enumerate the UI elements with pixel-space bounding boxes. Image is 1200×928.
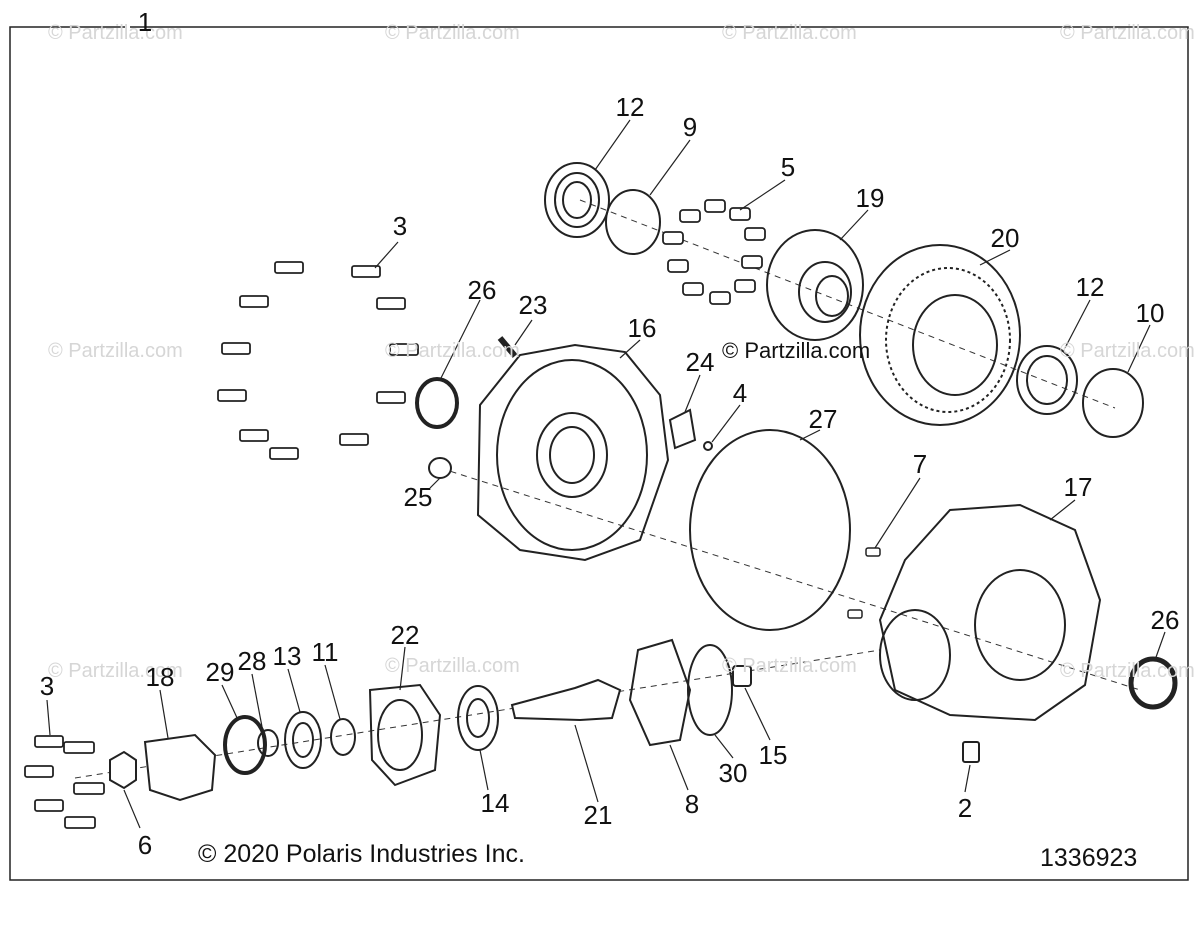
- callout-label: 21: [583, 800, 613, 830]
- bushing-part-15: [732, 665, 752, 687]
- callout-label: 3: [39, 671, 55, 701]
- pin-part-23: [497, 336, 518, 358]
- watermark: © Partzilla.com: [48, 22, 183, 44]
- callout-label: 7: [912, 449, 928, 479]
- callout-label: 24: [685, 347, 715, 377]
- callout-label: 22: [390, 620, 420, 650]
- watermark: © Partzilla.com: [1060, 22, 1195, 44]
- callout-label: 13: [272, 641, 302, 671]
- watermark: © Partzilla.com: [722, 22, 857, 44]
- callout-label: 18: [145, 662, 175, 692]
- pinion-gear-part-21: [510, 678, 622, 722]
- seal-part-26-right: [1128, 656, 1178, 710]
- callout-label: 17: [1063, 472, 1093, 502]
- spacer-part-11: [330, 718, 356, 756]
- plug-part-25: [428, 457, 452, 479]
- drain-plug-part-2: [962, 741, 980, 763]
- callout-label: 26: [1150, 605, 1180, 635]
- yoke-part-18: [143, 733, 217, 802]
- callout-label: 26: [467, 275, 497, 305]
- seal-part-26-left: [415, 377, 459, 429]
- watermark-center: © Partzilla.com: [722, 338, 871, 363]
- housing-cover-part-16: [476, 343, 670, 562]
- o-ring-part-30: [687, 644, 733, 736]
- callout-label: 14: [480, 788, 510, 818]
- callout-label: 19: [855, 183, 885, 213]
- shim-ring-part-10: [1082, 368, 1144, 438]
- callout-label: 25: [403, 482, 433, 512]
- watermark: © Partzilla.com: [385, 340, 520, 362]
- copyright-notice: © 2020 Polaris Industries Inc.: [198, 840, 525, 868]
- callout-label: 8: [684, 789, 700, 819]
- callout-label: 16: [627, 313, 657, 343]
- callout-label: 6: [137, 830, 153, 860]
- bearing-part-12-top: [544, 162, 610, 238]
- bearing-part-14: [457, 685, 499, 751]
- bearing-part-12-right: [1016, 345, 1078, 415]
- diagram-number: 1336923: [1040, 844, 1138, 872]
- o-ring-part-27: [689, 429, 851, 631]
- callout-label: 28: [237, 646, 267, 676]
- callout-label: 9: [682, 112, 698, 142]
- o-ring-part-28: [257, 729, 279, 757]
- gasket-part-8: [628, 638, 692, 747]
- watermark: © Partzilla.com: [1060, 660, 1195, 682]
- callout-label: 3: [392, 211, 408, 241]
- callout-label: 2: [957, 793, 973, 823]
- callout-label: 30: [718, 758, 748, 788]
- watermark: © Partzilla.com: [1060, 340, 1195, 362]
- bolts-part-3-lower: [24, 735, 105, 829]
- callout-label: 4: [732, 378, 748, 408]
- nut-part-6: [109, 750, 137, 790]
- callout-label: 12: [1075, 272, 1105, 302]
- callout-label: 23: [518, 290, 548, 320]
- seal-part-29: [223, 715, 267, 775]
- callout-label: 10: [1135, 298, 1165, 328]
- dowels-part-7: [847, 547, 881, 619]
- callout-label: 11: [311, 637, 339, 667]
- watermark: © Partzilla.com: [722, 655, 857, 677]
- bearing-part-13: [284, 711, 322, 769]
- watermark: © Partzilla.com: [385, 655, 520, 677]
- screw-part-4: [703, 441, 713, 451]
- callout-label: 27: [808, 404, 838, 434]
- bolts-part-3-upper: [217, 261, 419, 460]
- callout-label: 20: [990, 223, 1020, 253]
- watermark: © Partzilla.com: [48, 660, 183, 682]
- callout-label: 15: [758, 740, 788, 770]
- studs-part-5: [662, 199, 766, 305]
- bearing-carrier-part-22: [368, 683, 442, 787]
- watermark: © Partzilla.com: [48, 340, 183, 362]
- callout-label: 5: [780, 152, 796, 182]
- diagram-frame: [9, 26, 1189, 881]
- bracket-part-24: [668, 408, 697, 450]
- leader-lines: [46, 119, 1166, 829]
- callout-label: 1: [137, 7, 153, 37]
- watermark: © Partzilla.com: [385, 22, 520, 44]
- main-housing-part-17: [878, 503, 1102, 722]
- shim-ring-part-9: [605, 189, 661, 255]
- carrier-hub-part-19: [766, 229, 864, 341]
- ring-gear-part-20: [859, 244, 1021, 426]
- callout-label: 12: [615, 92, 645, 122]
- callout-label: 29: [205, 657, 235, 687]
